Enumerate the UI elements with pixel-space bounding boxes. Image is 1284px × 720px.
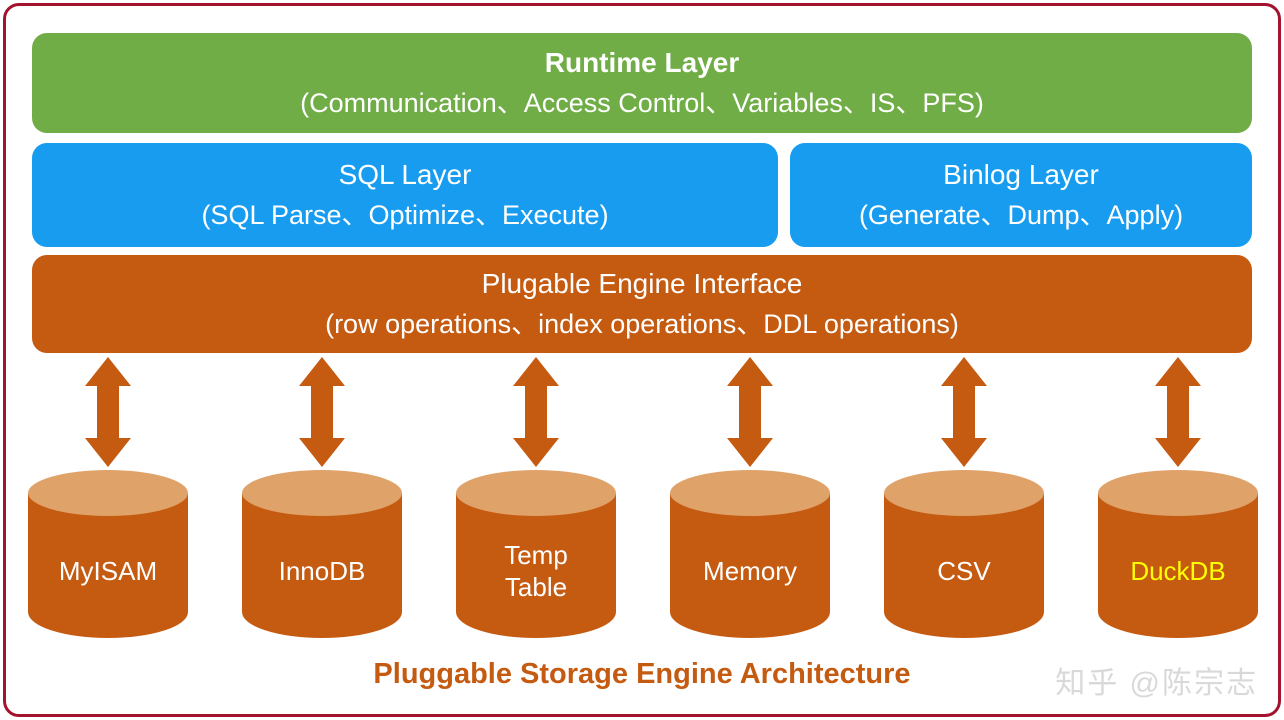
engine-cylinder-memory: Memory: [670, 470, 830, 638]
engine-cylinder-csv: CSV: [884, 470, 1044, 638]
engine-label: CSV: [937, 555, 991, 586]
engine-label: Temp Table: [504, 539, 568, 603]
cylinder-body: [242, 493, 402, 638]
engine-interface-title: Plugable Engine Interface: [481, 268, 803, 299]
cylinder-top: [884, 470, 1044, 516]
cylinder-top: [242, 470, 402, 516]
engine-cylinder-temp-table: Temp Table: [456, 470, 616, 638]
runtime-layer-box: Runtime Layer (Communication、Access Cont…: [32, 33, 1252, 133]
binlog-layer-subtitle: (Generate、Dump、Apply): [858, 200, 1184, 230]
cylinder-body: [456, 493, 616, 638]
runtime-layer-title: Runtime Layer: [544, 47, 740, 78]
double-arrow-icon: [941, 357, 987, 467]
double-arrow-icon: [513, 357, 559, 467]
engine-cylinder-innodb: InnoDB: [242, 470, 402, 638]
cylinder-top: [456, 470, 616, 516]
sql-layer-box: SQL Layer (SQL Parse、Optimize、Execute): [32, 143, 778, 247]
double-arrow-icon: [299, 357, 345, 467]
binlog-layer-title: Binlog Layer: [943, 159, 1099, 190]
engine-label: InnoDB: [278, 555, 366, 586]
sql-layer-title: SQL Layer: [338, 159, 472, 190]
sql-layer-subtitle: (SQL Parse、Optimize、Execute): [201, 200, 609, 230]
engine-interface-subtitle: (row operations、index operations、DDL ope…: [325, 309, 959, 339]
engine-label: MyISAM: [58, 555, 158, 586]
cylinder-body: [1098, 493, 1258, 638]
runtime-layer-subtitle: (Communication、Access Control、Variables、…: [300, 88, 984, 118]
cylinder-top: [670, 470, 830, 516]
engine-interface-box: Plugable Engine Interface (row operation…: [32, 255, 1252, 353]
binlog-layer-box: Binlog Layer (Generate、Dump、Apply): [790, 143, 1252, 247]
diagram-caption: Pluggable Storage Engine Architecture: [373, 658, 911, 690]
cylinder-body: [28, 493, 188, 638]
cylinder-body: [670, 493, 830, 638]
engine-cylinder-myisam: MyISAM: [28, 470, 188, 638]
engine-cylinder-duckdb: DuckDB: [1098, 470, 1258, 638]
engine-label: Memory: [703, 555, 797, 586]
cylinder-body: [884, 493, 1044, 638]
cylinder-top: [28, 470, 188, 516]
cylinder-top: [1098, 470, 1258, 516]
engine-label: DuckDB: [1130, 555, 1226, 586]
watermark: 知乎 @陈宗志: [1055, 667, 1258, 700]
double-arrow-icon: [727, 357, 773, 467]
double-arrow-icon: [85, 357, 131, 467]
double-arrow-icon: [1155, 357, 1201, 467]
